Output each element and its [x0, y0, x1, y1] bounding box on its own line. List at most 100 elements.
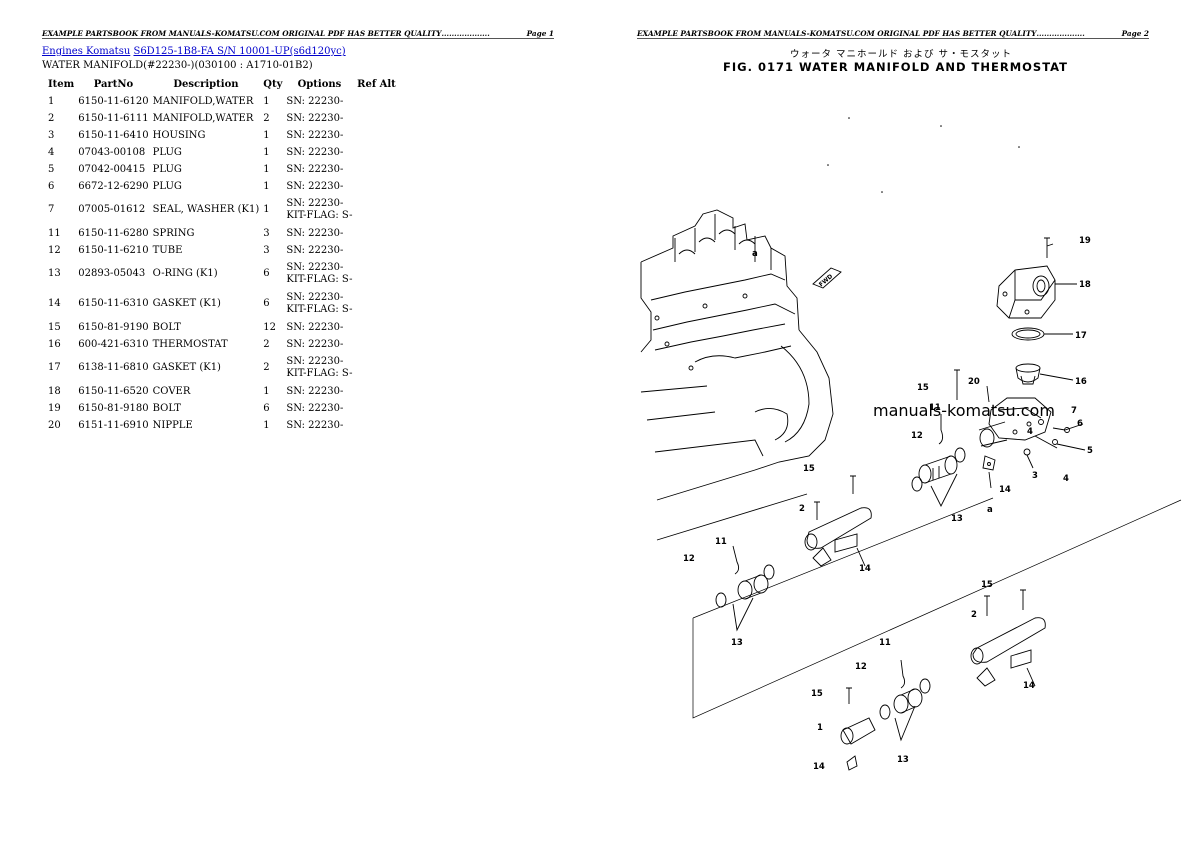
cell-item: 7: [48, 204, 55, 215]
left-page: EXAMPLE PARTSBOOK FROM MANUALS-KOMATSU.C…: [42, 26, 554, 434]
callout-3: 3: [1032, 471, 1038, 481]
cell-item: 1: [48, 95, 55, 107]
cell-description: TUBE: [152, 244, 183, 256]
manifold-lower-right: [970, 589, 1046, 687]
options-line: SN: 22230-: [286, 198, 344, 209]
cell-item: 14: [48, 298, 61, 309]
callout-4: 4: [1027, 427, 1033, 437]
options-line: SN: 22230-: [286, 146, 344, 158]
cover-assembly: [996, 237, 1077, 319]
cell-options: SN: 22230-: [284, 383, 354, 400]
cell-qty: 1: [263, 146, 270, 158]
cell-options: SN: 22230-KIT-FLAG: S-: [284, 289, 354, 319]
callout-1: 1: [817, 723, 823, 733]
parts-table: Item PartNo Description Qty Options Ref …: [42, 76, 399, 434]
cell-description: SEAL, WASHER (K1): [152, 204, 260, 215]
exploded-parts-diagram: FWD: [640, 117, 1182, 772]
callout-2: 2: [799, 504, 805, 514]
header-rule: [637, 38, 1149, 39]
callout-19: 19: [1079, 236, 1091, 246]
cell-description: MANIFOLD,WATER: [152, 112, 254, 124]
header-dots: ...................: [1036, 29, 1085, 38]
cell-qty: 1: [263, 419, 270, 431]
cell-refalt: [355, 242, 399, 259]
callout-16: 16: [1075, 377, 1087, 387]
cell-refalt: [355, 319, 399, 336]
cell-partno: 07005-01612: [78, 204, 146, 215]
cell-refalt: [355, 336, 399, 353]
cell-qty: 1: [263, 95, 270, 107]
callout-5: 5: [1087, 446, 1093, 456]
cell-item: 3: [48, 129, 55, 141]
manifold-bottom: [840, 687, 876, 771]
figure-title: FIG. 0171 WATER MANIFOLD AND THERMOSTAT: [723, 60, 1069, 74]
header-text: EXAMPLE PARTSBOOK FROM MANUALS-KOMATSU.C…: [42, 29, 442, 38]
cell-item: 16: [48, 338, 61, 350]
callout-14: 14: [999, 485, 1011, 495]
cell-item: 20: [48, 419, 61, 431]
cell-partno: 6672-12-6290: [78, 180, 149, 192]
header-rule: [42, 38, 554, 39]
header-description: Description: [173, 79, 239, 90]
cell-description: BOLT: [152, 321, 181, 333]
callout-11: 11: [929, 403, 941, 413]
cell-options: SN: 22230-KIT-FLAG: S-: [284, 259, 354, 289]
breadcrumb-link-engines[interactable]: Engines Komatsu: [42, 46, 131, 57]
cell-refalt: [355, 195, 399, 225]
cell-item: 12: [48, 244, 61, 256]
header-dots: ...................: [441, 29, 490, 38]
options-line: SN: 22230-: [286, 163, 344, 175]
callout-11: 11: [879, 638, 891, 648]
cell-item: 2: [48, 112, 55, 124]
breadcrumb-link-model[interactable]: S6D125-1B8-FA S/N 10001-UP(s6d120yc): [133, 46, 346, 57]
callout-15: 15: [917, 383, 929, 393]
gasket-17: [1011, 327, 1073, 341]
cell-qty: 3: [263, 227, 270, 239]
options-line: SN: 22230-: [286, 292, 344, 303]
callout-17: 17: [1075, 331, 1087, 341]
figure-japanese-title: ウォータ マニホールド および サ・モスタット: [790, 49, 1013, 60]
callout-12: 12: [683, 554, 695, 564]
cell-partno: 6151-11-6910: [78, 419, 149, 431]
callout-12: 12: [855, 662, 867, 672]
cell-item: 18: [48, 385, 61, 397]
cell-qty: 1: [263, 129, 270, 141]
page-header: EXAMPLE PARTSBOOK FROM MANUALS-KOMATSU.C…: [42, 26, 554, 38]
callout-20: 20: [968, 377, 980, 387]
options-line: SN: 22230-: [286, 95, 344, 107]
cell-refalt: [355, 144, 399, 161]
kit-flag-line: KIT-FLAG: S-: [286, 304, 353, 315]
callout-13: 13: [897, 755, 909, 765]
coupling-lower: [879, 659, 931, 742]
breadcrumb: Engines Komatsu S6D125-1B8-FA S/N 10001-…: [42, 46, 346, 57]
cell-options: SN: 22230-: [284, 127, 354, 144]
cell-partno: 6150-11-6520: [78, 385, 149, 397]
cell-refalt: [355, 110, 399, 127]
cell-description: HOUSING: [152, 129, 206, 141]
cell-partno: 6150-11-6310: [78, 298, 149, 309]
fwd-tag: FWD: [812, 267, 842, 289]
cell-partno: 6150-11-6280: [78, 227, 149, 239]
kit-flag-line: KIT-FLAG: S-: [286, 274, 353, 285]
cell-partno: 6138-11-6810: [78, 362, 149, 373]
cell-refalt: [355, 161, 399, 178]
right-page: EXAMPLE PARTSBOOK FROM MANUALS-KOMATSU.C…: [595, 0, 1190, 842]
cell-description: O-RING (K1): [152, 268, 218, 279]
cell-options: SN: 22230-: [284, 400, 354, 417]
cell-qty: 12: [263, 321, 276, 333]
scan-specks: [827, 117, 1020, 193]
cell-description: NIPPLE: [152, 419, 193, 431]
page-number: Page 2: [1121, 29, 1149, 38]
cell-refalt: [355, 400, 399, 417]
cell-description: THERMOSTAT: [152, 338, 228, 350]
cell-refalt: [355, 127, 399, 144]
cell-qty: 2: [263, 362, 270, 373]
cell-refalt: [355, 178, 399, 195]
